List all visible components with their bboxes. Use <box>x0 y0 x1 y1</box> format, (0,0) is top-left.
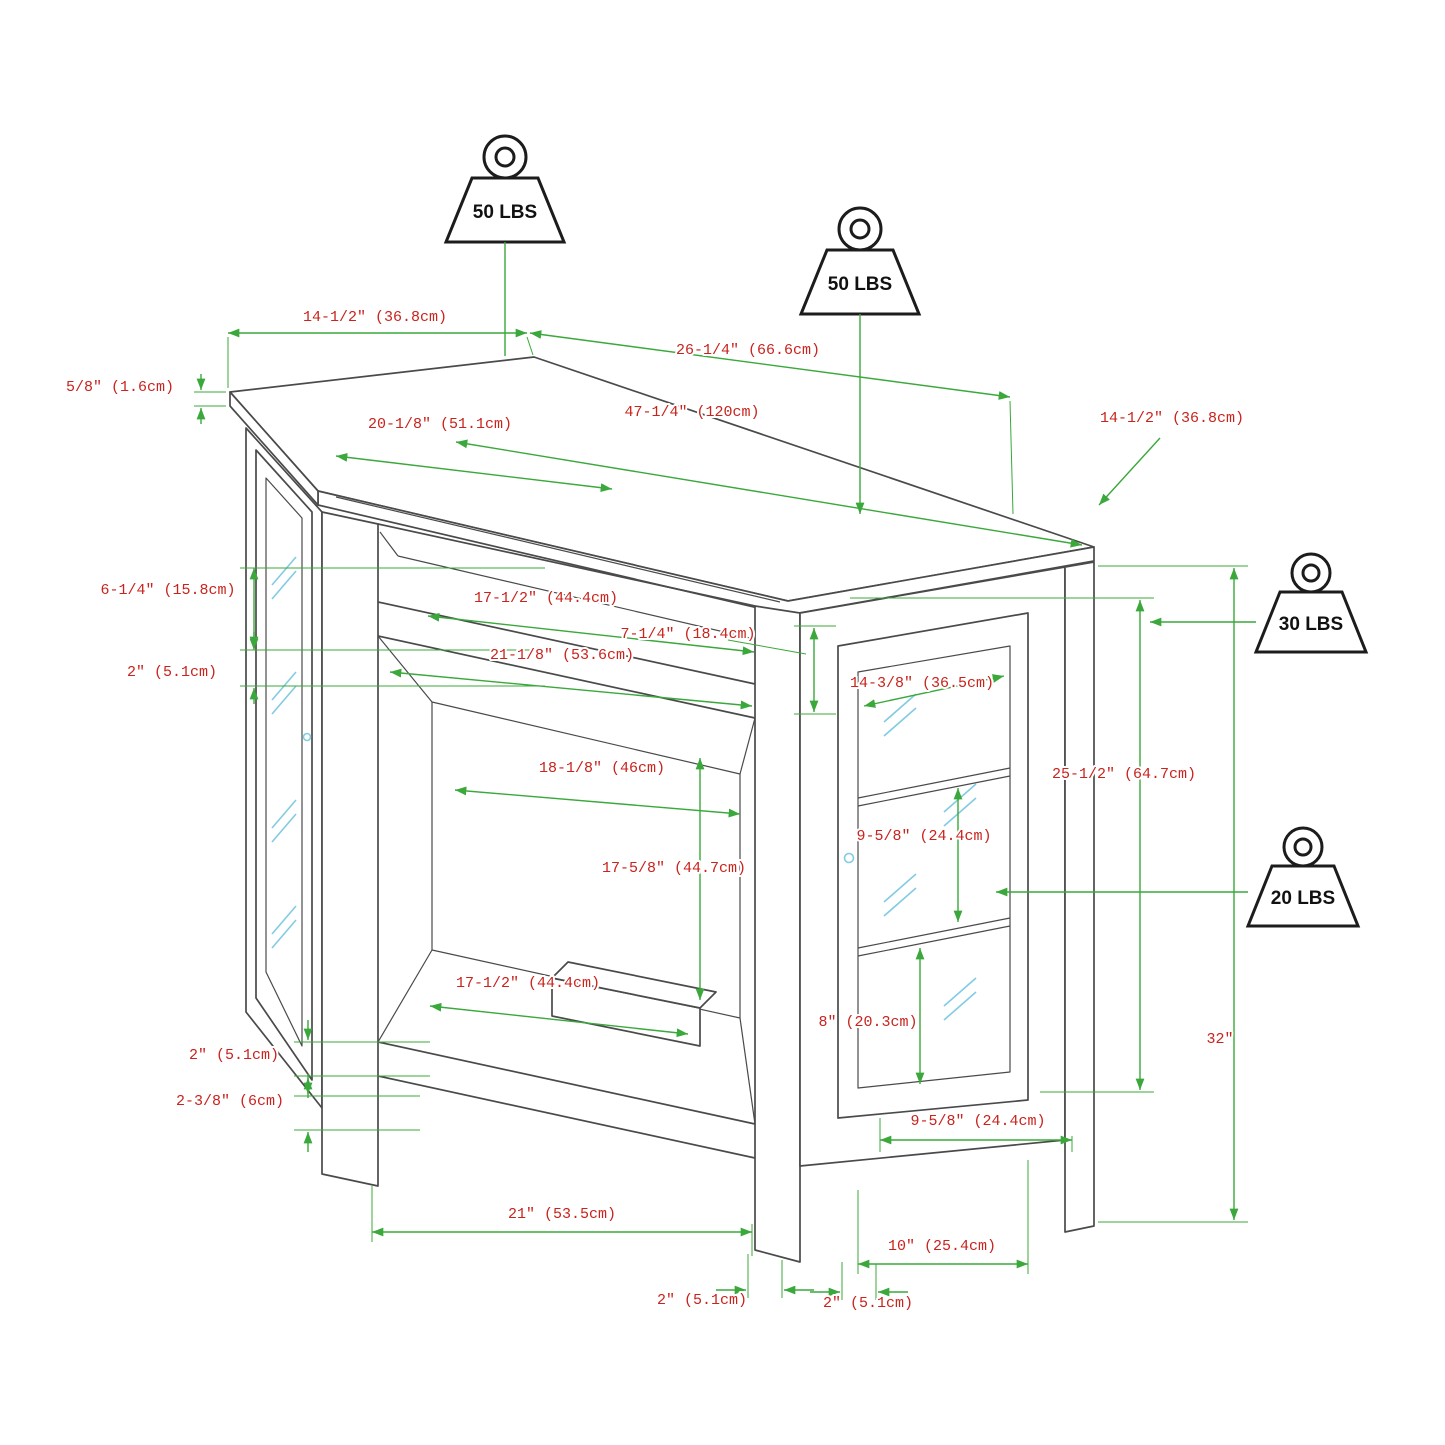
dim-label-side-middle-shelf-height: 9-5/8″ (24.4cm) <box>856 828 991 845</box>
weight-label: 20 LBS <box>1271 888 1335 909</box>
top-surface-profile-line <box>335 496 781 603</box>
dim-label-overall-width: 47-1/4″ (120cm) <box>624 404 759 421</box>
left-door-knob <box>302 732 312 742</box>
dim-label-front-leg-width: 2″ (5.1cm) <box>657 1292 747 1309</box>
weight-body <box>1253 590 1369 654</box>
dim-top-thickness <box>194 374 226 424</box>
dim-label-top-thickness: 5/8″ (1.6cm) <box>66 379 174 396</box>
dim-lower-opening-width <box>454 786 741 818</box>
right-door-knob <box>843 852 855 864</box>
right-door-frame <box>837 612 1029 1119</box>
dim-label-shelf-board-thickness: 2″ (5.1cm) <box>127 664 217 681</box>
lower-interior-back-top <box>431 701 741 775</box>
weight-ring-inner <box>1293 837 1313 857</box>
dim-side-door-width <box>879 1118 1073 1152</box>
dim-side-base-width <box>857 1160 1029 1274</box>
weight-label: 50 LBS <box>473 202 537 223</box>
dim-side-leg-width <box>810 1262 908 1300</box>
dim-overall-width <box>455 439 1083 548</box>
weight-ring-inner <box>1301 563 1321 583</box>
dim-overall-height <box>1098 565 1248 1223</box>
weight-icon-top-surface-left: 50 LBS <box>443 134 567 244</box>
weight-body <box>1245 864 1361 928</box>
dim-label-top-left-edge: 14-1/2″ (36.8cm) <box>303 309 447 326</box>
dim-label-side-compartment-width: 14-3/8″ (36.5cm) <box>850 675 994 692</box>
dim-label-top-depth: 20-1/8″ (51.1cm) <box>368 416 512 433</box>
dim-label-side-base-width: 10″ (25.4cm) <box>888 1238 996 1255</box>
top-underside-edge <box>377 523 756 607</box>
dim-top-right-edge <box>1098 437 1161 506</box>
weight-ring-inner <box>494 146 516 168</box>
left-door-glass <box>265 477 303 1047</box>
dim-right-top-gap <box>727 625 836 715</box>
dim-label-front-opening-width: 21-1/8″ (53.6cm) <box>490 647 634 664</box>
right-door-shelf-2-bottom <box>857 925 1011 957</box>
weight-icon-side-cabinet: 20 LBS <box>1245 826 1361 928</box>
lower-interior-floor-right-diag <box>739 1017 756 1125</box>
dim-label-media-shelf-width: 17-1/2″ (44.4cm) <box>474 590 618 607</box>
dim-label-lower-floor-width: 17-1/2″ (44.4cm) <box>456 975 600 992</box>
dim-label-right-top-gap: 7-1/4″ (18.4cm) <box>620 626 755 643</box>
back-right-post <box>1064 561 1095 1233</box>
weight-icons: 50 LBS 50 LBS 30 LBS 20 LBS <box>443 134 1369 928</box>
weight-label: 50 LBS <box>828 274 892 295</box>
right-door-shelf-2-top <box>857 917 1011 949</box>
bottom-board-top <box>377 1041 756 1125</box>
dimension-lines <box>194 328 1248 1300</box>
dim-label-bottom-board-thickness: 2″ (5.1cm) <box>189 1047 279 1064</box>
right-door-shelf-1-top <box>857 767 1011 799</box>
weight-label: 30 LBS <box>1279 614 1343 635</box>
dim-label-side-door-width: 9-5/8″ (24.4cm) <box>910 1113 1045 1130</box>
dim-lower-floor-width <box>429 1002 689 1038</box>
right-door-shelf-1-bottom <box>857 775 1011 807</box>
dim-label-media-shelf-height: 6-1/4″ (15.8cm) <box>100 582 235 599</box>
dim-label-top-back-edge: 26-1/4″ (66.6cm) <box>676 342 820 359</box>
dim-media-shelf-width <box>427 612 755 656</box>
dim-label-leg-height: 2-3/8″ (6cm) <box>176 1093 284 1110</box>
weight-body <box>798 248 922 316</box>
weight-ring-inner <box>849 218 871 240</box>
dim-label-overall-height: 32″ <box>1206 1031 1233 1048</box>
dim-front-leg-width <box>716 1254 814 1298</box>
weight-icon-side-shelf: 30 LBS <box>1253 552 1369 654</box>
weight-icon-top-surface-right: 50 LBS <box>798 206 922 316</box>
dim-label-side-leg-width: 2″ (5.1cm) <box>823 1295 913 1312</box>
dim-front-opening-width <box>389 668 753 710</box>
dim-front-base-width <box>371 1186 753 1256</box>
dim-label-top-right-edge: 14-1/2″ (36.8cm) <box>1100 410 1244 427</box>
lower-interior-floor-left-diag <box>377 949 433 1043</box>
dim-label-side-bottom-shelf-height: 8″ (20.3cm) <box>818 1014 917 1031</box>
dim-side-compartment-width <box>863 674 1005 708</box>
dim-leg-height <box>294 1074 420 1152</box>
front-right-post <box>754 605 801 1263</box>
media-shelf-interior-corner <box>379 531 399 557</box>
dimension-labels: 14-1/2″ (36.8cm) 26-1/4″ (66.6cm) 5/8″ (… <box>64 307 1246 1314</box>
dim-interior-height <box>850 597 1154 1093</box>
dim-label-interior-height: 25-1/2″ (64.7cm) <box>1052 766 1196 783</box>
media-box-top <box>551 961 717 1009</box>
right-door-glass <box>857 645 1011 1089</box>
dim-label-lower-opening-height: 17-5/8″ (44.7cm) <box>602 860 746 877</box>
front-left-post <box>321 511 379 1187</box>
dim-label-front-base-width: 21″ (53.5cm) <box>508 1206 616 1223</box>
top-edge-band-left <box>229 391 319 506</box>
dim-label-lower-opening-width: 18-1/8″ (46cm) <box>539 760 665 777</box>
lower-interior-top-right-diag <box>739 717 756 775</box>
media-shelf-board-top <box>377 601 756 685</box>
right-side-panel <box>799 566 1066 1167</box>
left-side-panel <box>245 427 323 1109</box>
weight-body <box>443 176 567 244</box>
bottom-board-bottom <box>377 1075 756 1159</box>
